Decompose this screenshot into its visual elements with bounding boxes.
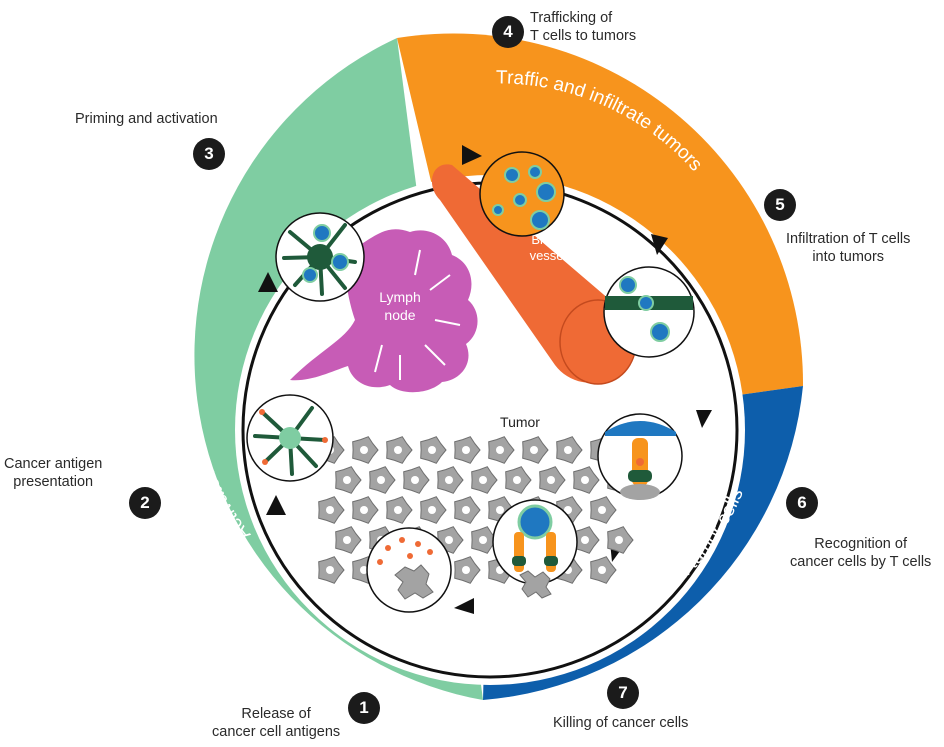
tumor-cell-nucleus bbox=[343, 476, 351, 484]
ring bbox=[194, 33, 803, 700]
step-7-label: Killing of cancer cells bbox=[553, 714, 688, 732]
tumor-cell-nucleus bbox=[581, 536, 589, 544]
step-1-label: Release of cancer cell antigens bbox=[212, 705, 340, 741]
tumor-cell-nucleus bbox=[411, 476, 419, 484]
tumor-cell-nucleus bbox=[445, 476, 453, 484]
tumor-cell-nucleus bbox=[530, 446, 538, 454]
step-6-number: 6 bbox=[786, 487, 818, 519]
tumor-cell-nucleus bbox=[326, 566, 334, 574]
tumor-cell-nucleus bbox=[360, 506, 368, 514]
tumor-cell-nucleus bbox=[360, 446, 368, 454]
tumor-cell-nucleus bbox=[428, 446, 436, 454]
step-6-line1: Recognition of bbox=[790, 535, 931, 553]
tumor-cell-nucleus bbox=[479, 536, 487, 544]
step-3-number: 3 bbox=[193, 138, 225, 170]
tumor-cell-nucleus bbox=[326, 506, 334, 514]
step-5-line1: Infiltration of T cells bbox=[786, 230, 910, 248]
tumor-cell-nucleus bbox=[462, 446, 470, 454]
tumor-cell-nucleus bbox=[462, 506, 470, 514]
tumor-cell-nucleus bbox=[598, 506, 606, 514]
step-5-line2: into tumors bbox=[786, 248, 910, 266]
tumor-cell-nucleus bbox=[462, 566, 470, 574]
step-4-line1: Trafficking of bbox=[530, 9, 636, 27]
tumor-cell-nucleus bbox=[394, 446, 402, 454]
tumor-cell-nucleus bbox=[564, 446, 572, 454]
tumor-cell-nucleus bbox=[598, 566, 606, 574]
tumor-cell-nucleus bbox=[547, 476, 555, 484]
step-1-line1: Release of bbox=[212, 705, 340, 723]
blood-vessel-label-line2: vessel bbox=[530, 248, 567, 263]
step-5-number: 5 bbox=[764, 189, 796, 221]
step-6-line2: cancer cells by T cells bbox=[790, 553, 931, 571]
tumor-cell-nucleus bbox=[377, 476, 385, 484]
step-1-number: 1 bbox=[348, 692, 380, 724]
tumor-cell-nucleus bbox=[394, 506, 402, 514]
step-2-number: 2 bbox=[129, 487, 161, 519]
tumor-cell-nucleus bbox=[343, 536, 351, 544]
tumor-cell-nucleus bbox=[445, 536, 453, 544]
tumor-cell-nucleus bbox=[581, 476, 589, 484]
step-4-label: Trafficking of T cells to tumors bbox=[530, 9, 636, 45]
step-4-number: 4 bbox=[492, 16, 524, 48]
step-2-label: Cancer antigen presentation bbox=[4, 455, 102, 491]
infiltration-circle bbox=[604, 267, 694, 357]
tumor-label: Tumor bbox=[500, 414, 540, 430]
trafficking-circle bbox=[480, 152, 564, 236]
step-3-line1: Priming and activation bbox=[75, 110, 218, 128]
tumor-cell-nucleus bbox=[615, 536, 623, 544]
tumor-cell-nucleus bbox=[496, 506, 504, 514]
step-6-label: Recognition of cancer cells by T cells bbox=[790, 535, 931, 571]
step-4-line2: T cells to tumors bbox=[530, 27, 636, 45]
step-3-label: Priming and activation bbox=[75, 110, 218, 128]
step-5-label: Infiltration of T cells into tumors bbox=[786, 230, 910, 266]
tumor-cell-nucleus bbox=[496, 446, 504, 454]
lymph-node-label-line1: Lymph bbox=[379, 289, 421, 305]
tumor-cell-nucleus bbox=[513, 476, 521, 484]
step-7-line1: Killing of cancer cells bbox=[553, 714, 688, 732]
antigen-presentation-circle bbox=[247, 395, 333, 481]
priming-circle bbox=[276, 213, 364, 301]
antigen-release-circle bbox=[367, 528, 451, 612]
tumor-cell-nucleus bbox=[428, 506, 436, 514]
tumor-cell-nucleus bbox=[479, 476, 487, 484]
step-2-line2: presentation bbox=[4, 473, 102, 491]
lymph-node-label-line2: node bbox=[384, 307, 415, 323]
step-2-line1: Cancer antigen bbox=[4, 455, 102, 473]
step-1-line2: cancer cell antigens bbox=[212, 723, 340, 741]
step-7-number: 7 bbox=[607, 677, 639, 709]
